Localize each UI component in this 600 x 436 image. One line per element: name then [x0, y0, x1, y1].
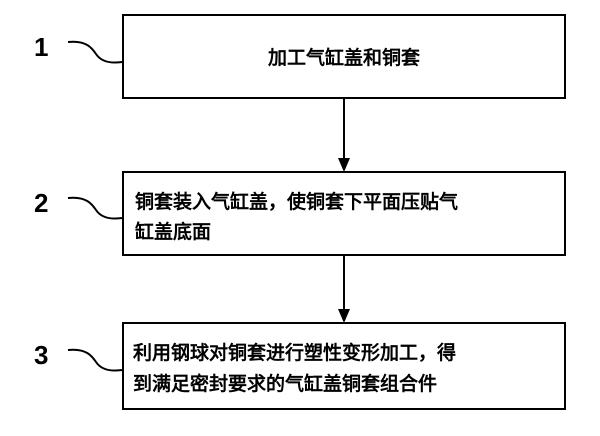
- flow-arrow-1-to-2: [338, 98, 350, 172]
- step-3-leader-line: [67, 348, 123, 372]
- step-2-box: [122, 171, 566, 256]
- step-1: 1 加工气缸盖和铜套: [34, 14, 566, 99]
- step-3-number: 3: [34, 340, 48, 370]
- step-3-text-line-1: 利用钢球对铜套进行塑性变形加工，得: [133, 341, 456, 364]
- step-1-text-line-1: 加工气缸盖和铜套: [267, 46, 421, 69]
- flow-arrow-2-to-3: [338, 255, 350, 323]
- step-2-text-line-1: 铜套装入气缸盖，使铜套下平面压贴气: [135, 190, 458, 213]
- step-3-box: [122, 322, 566, 410]
- step-1-leader-line: [67, 40, 123, 64]
- step-1-box: [122, 14, 566, 99]
- step-3-text-line-2: 到满足密封要求的气缸盖铜套组合件: [133, 372, 437, 395]
- step-2: 2 铜套装入气缸盖，使铜套下平面压贴气 缸盖底面: [34, 171, 566, 256]
- step-2-number: 2: [34, 188, 48, 218]
- step-3: 3 利用钢球对铜套进行塑性变形加工，得 到满足密封要求的气缸盖铜套组合件: [34, 322, 566, 410]
- step-2-text-line-2: 缸盖底面: [135, 220, 211, 243]
- step-1-number: 1: [34, 32, 48, 62]
- step-2-leader-line: [67, 196, 123, 220]
